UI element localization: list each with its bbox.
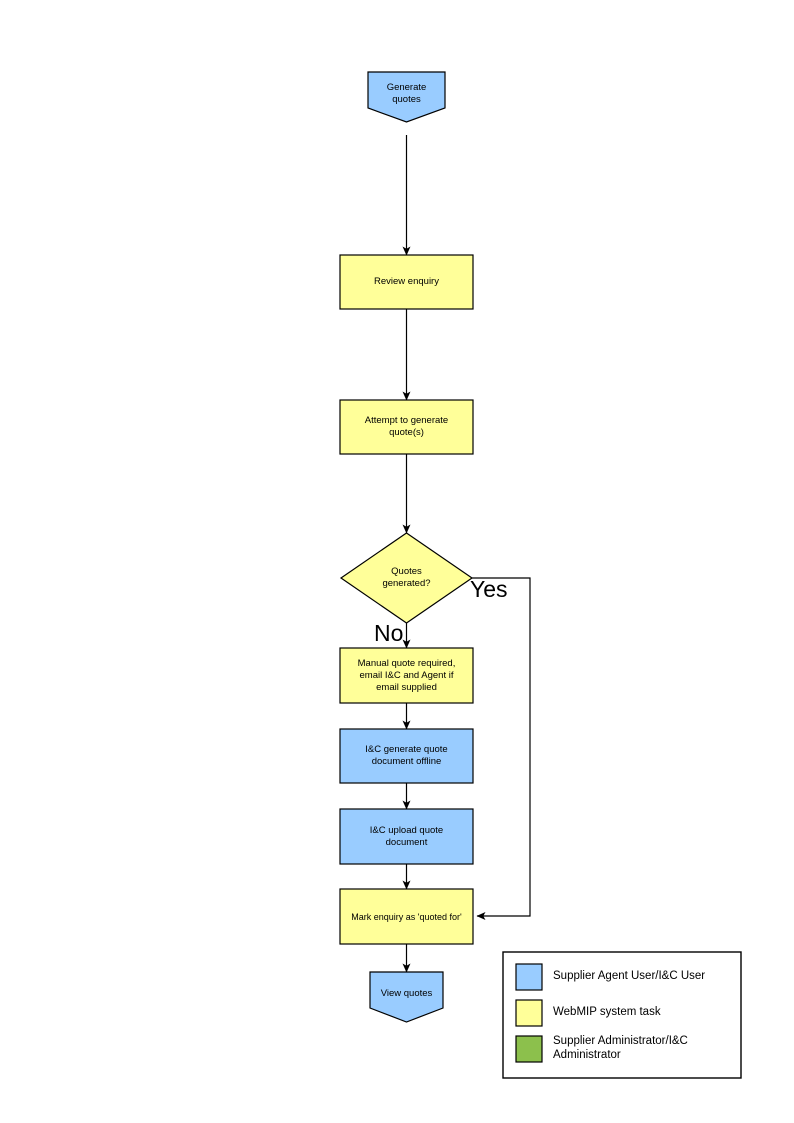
node-attempt-to-generate-quotes[interactable] <box>339 399 474 455</box>
edge-decision-yes-to-mark <box>472 577 531 920</box>
legend-swatch-system-task <box>515 999 543 1027</box>
node-ic-upload-quote-document[interactable] <box>339 808 474 865</box>
node-manual-quote-required[interactable] <box>339 647 474 704</box>
node-view-quotes[interactable] <box>369 971 444 1023</box>
branch-label-no: No <box>374 620 404 646</box>
legend-frame <box>502 951 742 1079</box>
legend-swatch-user-task <box>515 963 543 991</box>
legend-swatch-admin-task <box>515 1035 543 1063</box>
node-ic-generate-quote-document-offline[interactable] <box>339 728 474 784</box>
branch-label-yes: Yes <box>470 576 508 602</box>
legend-label-admin-task: Supplier Administrator/I&C Administrator <box>553 1035 688 1061</box>
legend-label-user-task: Supplier Agent User/I&C User <box>553 970 706 982</box>
node-review-enquiry[interactable] <box>339 254 474 310</box>
node-quotes-generated[interactable] <box>339 532 474 624</box>
node-mark-enquiry-as-quoted-for[interactable] <box>339 888 474 945</box>
legend-label-system-task: WebMIP system task <box>553 1006 661 1018</box>
node-generate-quotes[interactable] <box>367 71 446 123</box>
